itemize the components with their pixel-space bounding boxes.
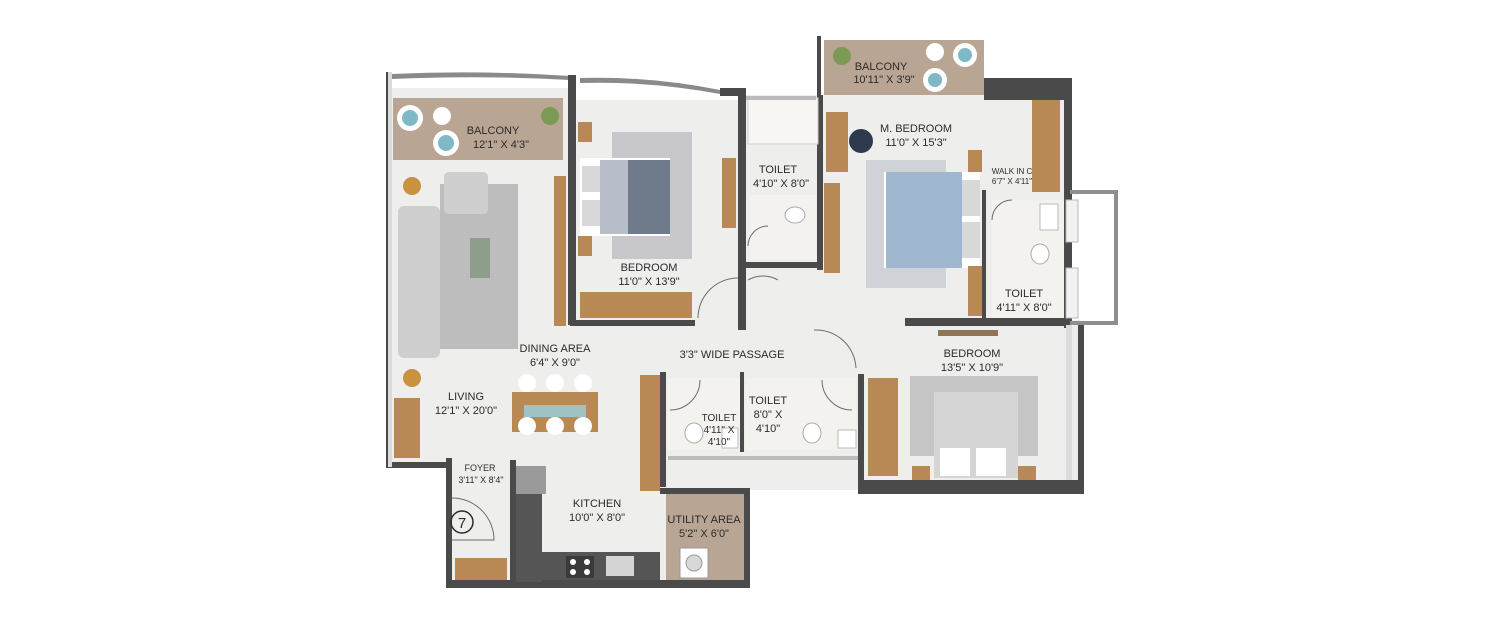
toilet-1-floor bbox=[750, 195, 816, 259]
dining-size: 6'4" X 9'0" bbox=[530, 357, 580, 369]
walk-in-closet-wardrobe bbox=[1032, 100, 1060, 192]
bedside-table bbox=[912, 466, 930, 480]
bedroom-2-bed-icon bbox=[934, 392, 1018, 478]
sofa-icon bbox=[398, 206, 440, 358]
bedside-table bbox=[968, 266, 982, 316]
unit-number-text: 7 bbox=[458, 515, 466, 532]
bedroom-2-wardrobe bbox=[868, 378, 898, 476]
master-bed-icon bbox=[884, 172, 980, 268]
toilet-3-name: TOILET bbox=[749, 395, 788, 407]
bedroom-2-name: BEDROOM bbox=[944, 348, 1001, 360]
bedside-table bbox=[968, 150, 982, 172]
bedside-table bbox=[578, 236, 592, 256]
balcony-living-area bbox=[393, 98, 563, 160]
living-size: 12'1" X 20'0" bbox=[435, 405, 497, 417]
balcony-chairs-icon bbox=[397, 43, 977, 156]
toilet-2-name: TOILET bbox=[702, 413, 737, 424]
utility-name: UTILITY AREA bbox=[667, 514, 741, 526]
foyer-size: 3'11" X 8'4" bbox=[458, 475, 503, 485]
toilet-1-name: TOILET bbox=[759, 164, 798, 176]
toilet-2-size-1: 4'11" X bbox=[704, 425, 735, 436]
side-table-icon bbox=[403, 369, 421, 387]
bedroom-1-size: 11'0" X 13'9" bbox=[618, 276, 679, 288]
kitchen-name: KITCHEN bbox=[573, 498, 621, 510]
wc-icon bbox=[802, 422, 822, 444]
wc-icon bbox=[1030, 243, 1050, 265]
passage-cabinet bbox=[640, 375, 660, 491]
living-name: LIVING bbox=[448, 391, 484, 403]
stove-icon bbox=[566, 556, 594, 578]
master-wardrobe bbox=[824, 183, 840, 273]
dresser bbox=[826, 112, 848, 172]
dining-name: DINING AREA bbox=[520, 343, 592, 355]
coffee-table-icon bbox=[470, 238, 490, 278]
toilet-3-size-1: 8'0" X bbox=[754, 409, 783, 421]
chair-icon bbox=[849, 129, 873, 153]
walk-in-name: WALK IN C bbox=[992, 167, 1033, 176]
windows bbox=[388, 72, 1072, 480]
unit-number-badge bbox=[450, 510, 474, 534]
passage-name: 3'3" WIDE PASSAGE bbox=[680, 349, 785, 361]
shoe-cabinet bbox=[394, 398, 420, 458]
toilet-2-size-2: 4'10" bbox=[708, 437, 731, 448]
wc-icon bbox=[684, 422, 704, 444]
walk-in-size: 6'7" X 4'11" bbox=[992, 177, 1032, 186]
bedside-table bbox=[578, 122, 592, 142]
bedside-table bbox=[1018, 466, 1036, 480]
armchair-icon bbox=[444, 172, 488, 214]
foyer-name: FOYER bbox=[464, 463, 496, 473]
side-table-icon bbox=[403, 177, 421, 195]
master-bedroom-name: M. BEDROOM bbox=[880, 123, 952, 135]
bedroom-1-name: BEDROOM bbox=[621, 262, 678, 274]
foyer-cabinet bbox=[455, 558, 507, 580]
bed-icon bbox=[580, 158, 670, 236]
toilet-3-size-2: 4'10" bbox=[756, 423, 780, 435]
toilet-master-name: TOILET bbox=[1005, 288, 1044, 300]
study-desk bbox=[722, 158, 736, 228]
dining-table-icon bbox=[512, 374, 598, 435]
toilet-1-size: 4'10" X 8'0" bbox=[753, 178, 809, 190]
toilet-master-size: 4'11" X 8'0" bbox=[996, 302, 1051, 314]
bedroom-2-size: 13'5" X 10'9" bbox=[941, 362, 1003, 374]
balcony-living-size: 12'1" X 4'3" bbox=[473, 139, 529, 151]
kitchen-counter-bottom bbox=[540, 552, 660, 580]
sink-icon bbox=[606, 556, 634, 576]
wardrobe bbox=[580, 292, 692, 318]
wc-icon bbox=[784, 206, 806, 224]
room-labels: BALCONY 12'1" X 4'3" BALCONY 10'11" X 3'… bbox=[435, 61, 1052, 540]
balcony-master-size: 10'11" X 3'9" bbox=[853, 74, 914, 86]
balcony-living-name: BALCONY bbox=[467, 125, 520, 137]
kitchen-counter bbox=[516, 494, 542, 582]
balcony-master-name: BALCONY bbox=[855, 61, 908, 73]
utility-size: 5'2" X 6'0" bbox=[679, 528, 729, 540]
master-bedroom-size: 11'0" X 15'3" bbox=[885, 137, 946, 149]
kitchen-size: 10'0" X 8'0" bbox=[569, 512, 625, 524]
tv-unit bbox=[554, 176, 566, 326]
